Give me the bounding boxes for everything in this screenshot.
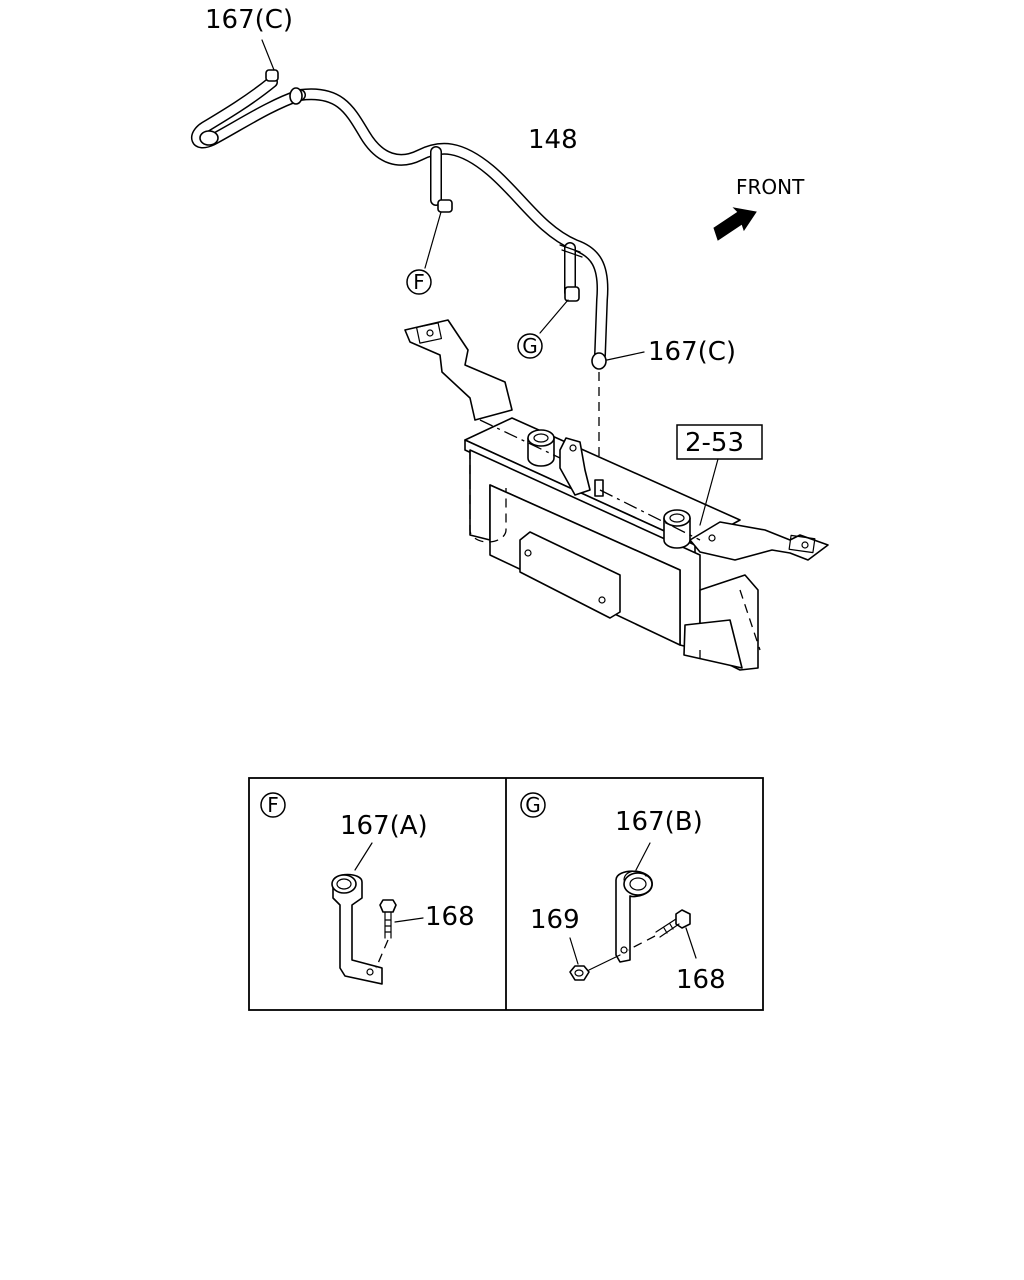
detail-f: F 167(A) 168 (260, 792, 475, 985)
detail-g-nut-label: 169 (530, 905, 580, 935)
svg-text:G: G (525, 793, 541, 817)
detail-g-bolt-label: 168 (676, 965, 726, 995)
label-ref-box: 2-53 (685, 428, 744, 458)
clip-g (539, 286, 580, 334)
svg-text:G: G (522, 334, 538, 358)
ref-box-2-53 (676, 424, 763, 526)
pipe-148 (191, 76, 609, 361)
label-top-clamp: 167(C) (205, 5, 293, 35)
ref-marker-f: F (406, 269, 432, 295)
clip-f (424, 199, 453, 269)
detail-f-clamp-label: 167(A) (340, 811, 428, 841)
detail-g-clamp-label: 167(B) (615, 807, 703, 837)
label-side-clamp: 167(C) (648, 337, 736, 367)
label-front: FRONT (736, 175, 805, 199)
label-pipe: 148 (528, 125, 578, 155)
detail-g: G 167(B) 169 168 (520, 792, 726, 995)
clamp-167c-top (261, 39, 279, 82)
clamp-167c-side (591, 351, 645, 480)
svg-text:F: F (413, 270, 425, 294)
crossmember (404, 319, 829, 671)
detail-f-bolt-label: 168 (425, 902, 475, 932)
svg-text:F: F (267, 793, 279, 817)
ref-marker-g: G (517, 333, 543, 359)
arrow-right-icon (713, 207, 757, 241)
detail-f-ref-marker: F (260, 792, 286, 818)
detail-g-ref-marker: G (520, 792, 546, 818)
